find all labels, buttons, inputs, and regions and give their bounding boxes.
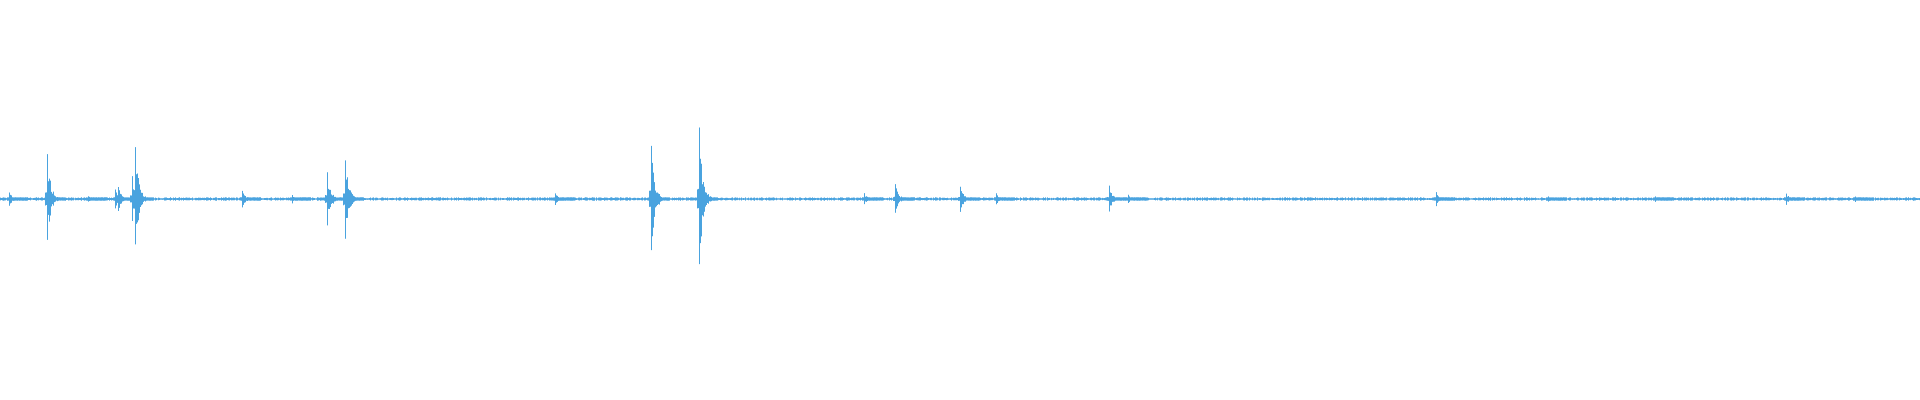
waveform-path bbox=[0, 127, 1920, 265]
